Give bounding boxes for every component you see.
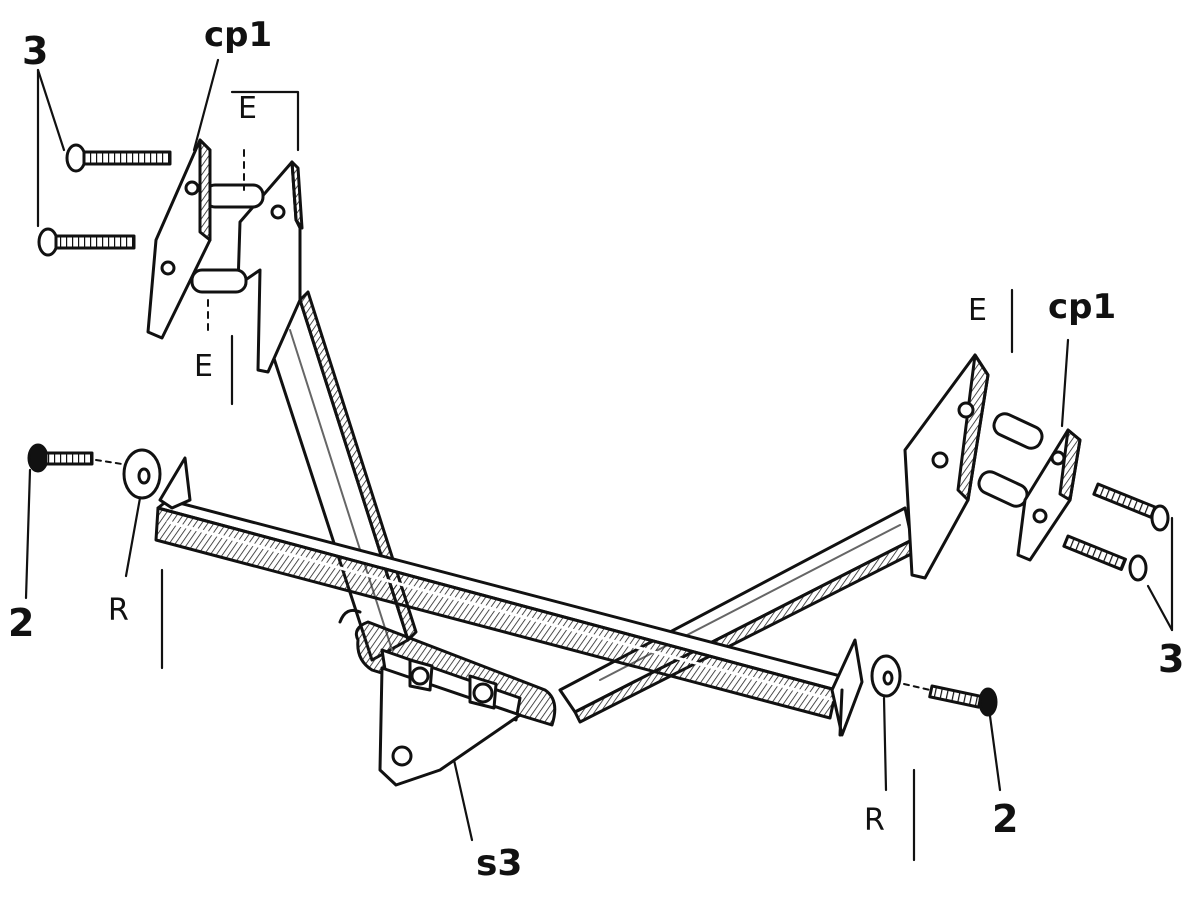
leader-lines: [24, 58, 1174, 862]
callout-cp1-right: cp1: [1048, 287, 1117, 327]
bolt-2-left-with-washer: [27, 443, 162, 500]
callout-2-left: 2: [8, 601, 35, 645]
hitch-bracket: [338, 608, 557, 787]
cross-bar: [154, 456, 864, 737]
callout-r-right: R: [864, 803, 885, 838]
callout-3-right: 3: [1158, 637, 1185, 681]
top-left-mount: [146, 138, 304, 374]
callout-s3: s3: [476, 843, 523, 884]
bolt-2-right-with-washer: [870, 654, 998, 717]
callout-e-right: E: [968, 293, 987, 328]
right-mount: [903, 353, 1170, 582]
callout-e-top-left-lower: E: [194, 349, 213, 384]
left-diagonal-arm: [266, 290, 418, 662]
callout-e-top-left-upper: E: [238, 91, 257, 126]
callout-r-left: R: [108, 593, 129, 628]
callout-cp1-top-left: cp1: [204, 15, 273, 55]
callout-3-top-left: 3: [22, 29, 49, 73]
callout-2-right: 2: [992, 797, 1019, 841]
bolts-3-top-left: [37, 143, 172, 257]
